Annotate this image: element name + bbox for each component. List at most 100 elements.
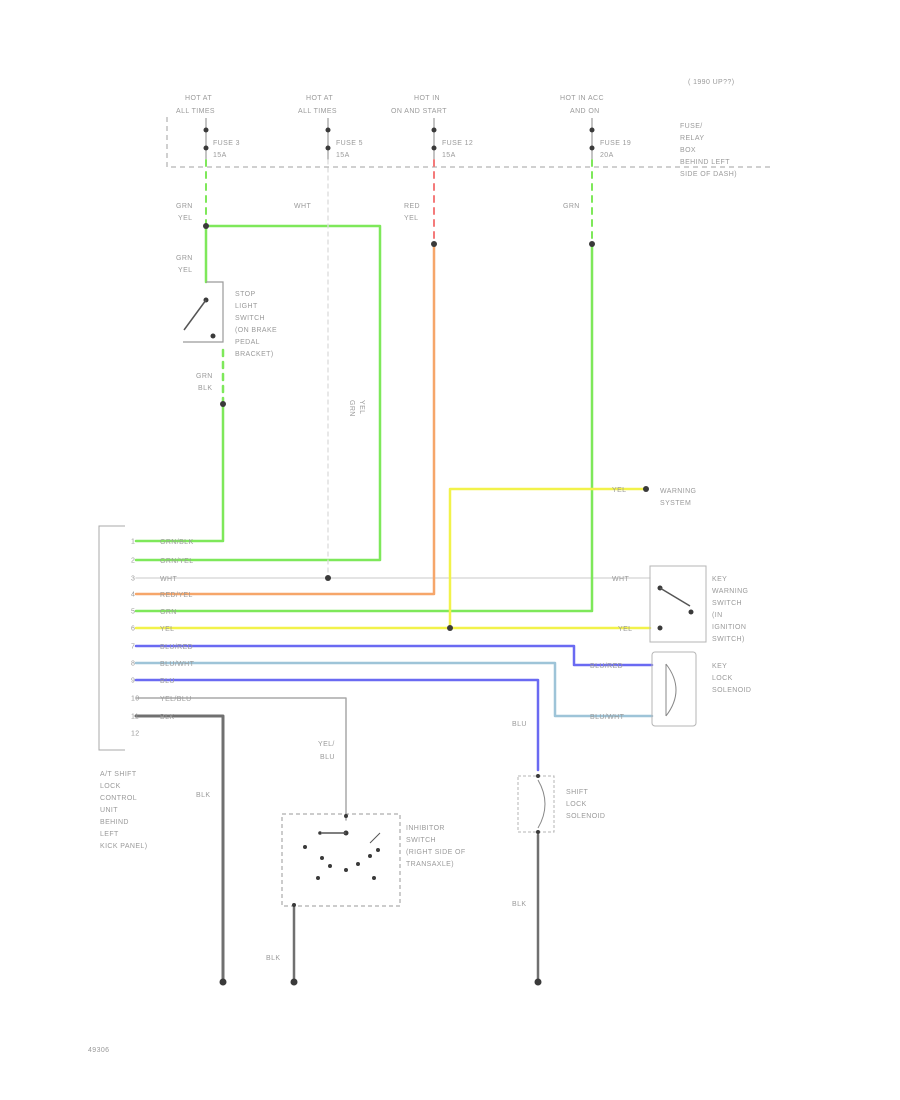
key-warning-switch — [649, 565, 707, 643]
stop-switch-line6: BRACKET) — [235, 351, 274, 358]
source-1-line1: HOT AT — [185, 95, 212, 102]
connector-pin-wire-label: GRN/BLK — [160, 539, 194, 546]
wire-label: GRN — [348, 400, 355, 417]
stop-switch-line5: PEDAL — [235, 339, 260, 346]
wire-grn-blk — [134, 402, 225, 543]
wire-label: GRN — [563, 203, 580, 210]
source-2-line1: HOT AT — [306, 95, 333, 102]
stop-switch-line4: (ON BRAKE — [235, 327, 277, 334]
connector-pin-wire-label: BLU — [160, 678, 175, 685]
fuse-1: FUSE 3 15A — [203, 118, 240, 160]
wire-blk-ground — [134, 714, 225, 984]
connector-pin-number: 4 — [131, 592, 135, 599]
splice-dot — [431, 241, 437, 247]
control-unit-line5: BEHIND — [100, 819, 129, 826]
control-unit-line1: A/T SHIFT — [100, 771, 137, 778]
control-unit-line4: UNIT — [100, 807, 118, 814]
control-unit-line6: LEFT — [100, 831, 119, 838]
ground-terminal — [219, 978, 227, 986]
connector-pin-wire-label: BLU/RED — [160, 644, 193, 651]
connector-pin-wire-label: GRN — [160, 609, 177, 616]
connector-pin-number: 5 — [131, 609, 135, 616]
wire-blu-red — [134, 644, 654, 667]
stop-light-switch — [183, 281, 224, 343]
wire-label: YEL — [618, 626, 632, 633]
control-unit-line3: CONTROL — [100, 795, 137, 802]
fuse-box-line4: BEHIND LEFT — [680, 159, 730, 166]
wire-blu — [134, 678, 540, 772]
source-4-line2: AND ON — [570, 108, 600, 115]
splice-dot — [220, 401, 226, 407]
wire-label: YEL/ — [318, 741, 335, 748]
inhibitor-switch — [281, 813, 401, 907]
wire-label: YEL — [178, 215, 192, 222]
fuse-box-outline — [166, 117, 770, 168]
key-warning-line5: IGNITION — [712, 624, 746, 631]
inhibitor-line1: INHIBITOR — [406, 825, 445, 832]
wire-label: YEL — [612, 487, 626, 494]
splice-dot — [325, 575, 331, 581]
fuse-3-amp: 15A — [442, 152, 456, 159]
warning-system-line1: WARNING — [660, 488, 696, 495]
wire-label: BLK — [198, 385, 212, 392]
source-1-line2: ALL TIMES — [176, 108, 215, 115]
splice-dot — [589, 241, 595, 247]
connector-pin-wire-label: BLK — [160, 714, 174, 721]
fuse-2-amp: 15A — [336, 152, 350, 159]
warning-system-terminal — [643, 486, 649, 492]
wire-label: BLK — [196, 792, 210, 799]
fuse-box-line2: RELAY — [680, 135, 704, 142]
wire-yel-blu — [135, 697, 347, 821]
warning-system-line2: SYSTEM — [660, 500, 691, 507]
source-4-line1: HOT IN ACC — [560, 95, 604, 102]
connector-pin-number: 10 — [131, 696, 140, 703]
key-warning-line3: SWITCH — [712, 600, 742, 607]
wire-label: BLK — [266, 955, 280, 962]
connector-pin-number: 11 — [131, 714, 139, 721]
shift-lock-line3: SOLENOID — [566, 813, 605, 820]
key-warning-line2: WARNING — [712, 588, 748, 595]
wire-label: YEL — [358, 400, 365, 414]
fuse-1-amp: 15A — [213, 152, 227, 159]
wire-yel-warning — [448, 487, 648, 630]
wire-grn-yel-loop — [134, 224, 382, 562]
wire-label: GRN — [176, 255, 193, 262]
wire-label: GRN — [176, 203, 193, 210]
shift-lock-line1: SHIFT — [566, 789, 589, 796]
wire-red-yel — [134, 242, 436, 596]
fuse-1-label: FUSE 3 — [213, 140, 240, 147]
control-unit-connector — [98, 525, 125, 751]
ground-terminal — [534, 978, 542, 986]
ground-terminal — [290, 978, 298, 986]
fuse-3-label: FUSE 12 — [442, 140, 473, 147]
connector-pin-number: 12 — [131, 731, 140, 738]
inhibitor-line4: TRANSAXLE) — [406, 861, 454, 868]
fuse-4-amp: 20A — [600, 152, 614, 159]
key-warning-line6: SWITCH) — [712, 636, 745, 643]
wire-label: YEL — [178, 267, 192, 274]
connector-pin-number: 2 — [131, 558, 135, 565]
key-warning-line1: KEY — [712, 576, 727, 583]
wire-label: WHT — [612, 576, 629, 583]
connector-pin-wire-label: YEL — [160, 626, 174, 633]
wire-blu-wht — [134, 661, 654, 718]
wire-label: BLU — [320, 754, 335, 761]
key-lock-line3: SOLENOID — [712, 687, 751, 694]
connector-pin-wire-label: YEL/BLU — [160, 696, 192, 703]
key-lock-line2: LOCK — [712, 675, 733, 682]
control-unit-line2: LOCK — [100, 783, 121, 790]
footer-code: 49306 — [88, 1047, 109, 1054]
connector-pin-wire-label: RED/YEL — [160, 592, 193, 599]
connector-pin-wire-label: GRN/YEL — [160, 558, 194, 565]
wire-label: RED — [404, 203, 420, 210]
connector-pin-number: 8 — [131, 661, 135, 668]
fuse-4-label: FUSE 19 — [600, 140, 631, 147]
splice-dot — [203, 223, 209, 229]
key-warning-line4: (IN — [712, 612, 723, 619]
fuse-box-line1: FUSE/ — [680, 123, 703, 130]
key-lock-solenoid — [651, 651, 697, 727]
fuse-box-line5: SIDE OF DASH) — [680, 171, 737, 178]
inhibitor-line3: (RIGHT SIDE OF — [406, 849, 466, 856]
shift-lock-line2: LOCK — [566, 801, 587, 808]
